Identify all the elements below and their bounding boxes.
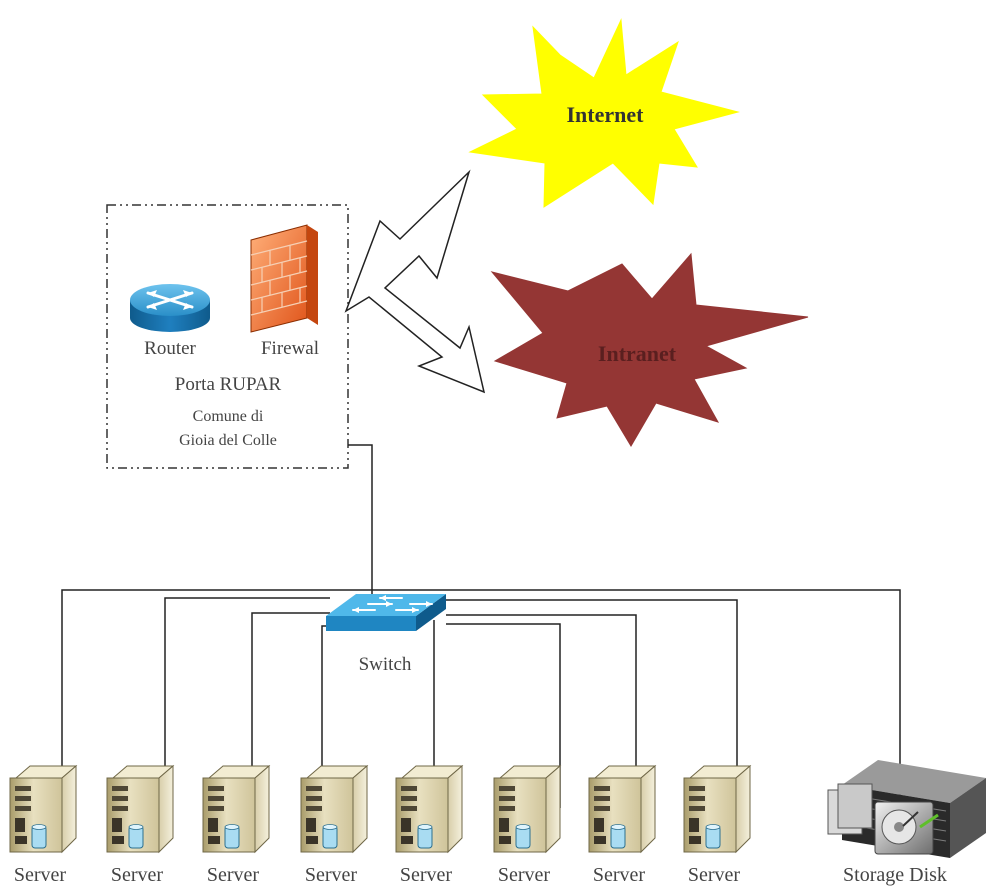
firewall-icon	[250, 224, 318, 333]
gateway-box	[106, 204, 349, 469]
server-icon	[588, 764, 657, 854]
server-icon	[395, 764, 464, 854]
server-icon	[683, 764, 752, 854]
gateway-subtitle-2: Gioia del Colle	[179, 432, 277, 449]
server-icon	[202, 764, 271, 854]
gateway-subtitle-1: Comune di	[192, 408, 264, 425]
storage-disk-icon	[827, 760, 986, 858]
router-icon	[130, 284, 210, 332]
intranet-label: Intranet	[598, 341, 677, 366]
internet-cloud	[468, 18, 740, 208]
server-label: Server	[304, 864, 358, 886]
storage-disk-label: Storage Disk	[843, 864, 947, 886]
firewall-label: Firewal	[260, 338, 320, 359]
server-icon	[9, 764, 78, 854]
server-label: Server	[206, 864, 260, 886]
server-icon	[493, 764, 562, 854]
connection-arrow	[344, 169, 486, 394]
server-label: Server	[592, 864, 646, 886]
server-icon	[106, 764, 175, 854]
intranet-cloud	[490, 252, 809, 447]
switch-icon	[326, 594, 446, 631]
server-label: Server	[13, 864, 67, 886]
server-label: Server	[687, 864, 741, 886]
router-label: Router	[144, 338, 196, 359]
server-label: Server	[110, 864, 164, 886]
server-label: Server	[497, 864, 551, 886]
switch-label: Switch	[358, 654, 412, 675]
server-label: Server	[399, 864, 453, 886]
internet-label: Internet	[567, 102, 645, 127]
gateway-uplink	[348, 444, 373, 594]
server-icon	[300, 764, 369, 854]
gateway-title: Porta RUPAR	[174, 374, 282, 395]
network-links	[61, 589, 901, 808]
